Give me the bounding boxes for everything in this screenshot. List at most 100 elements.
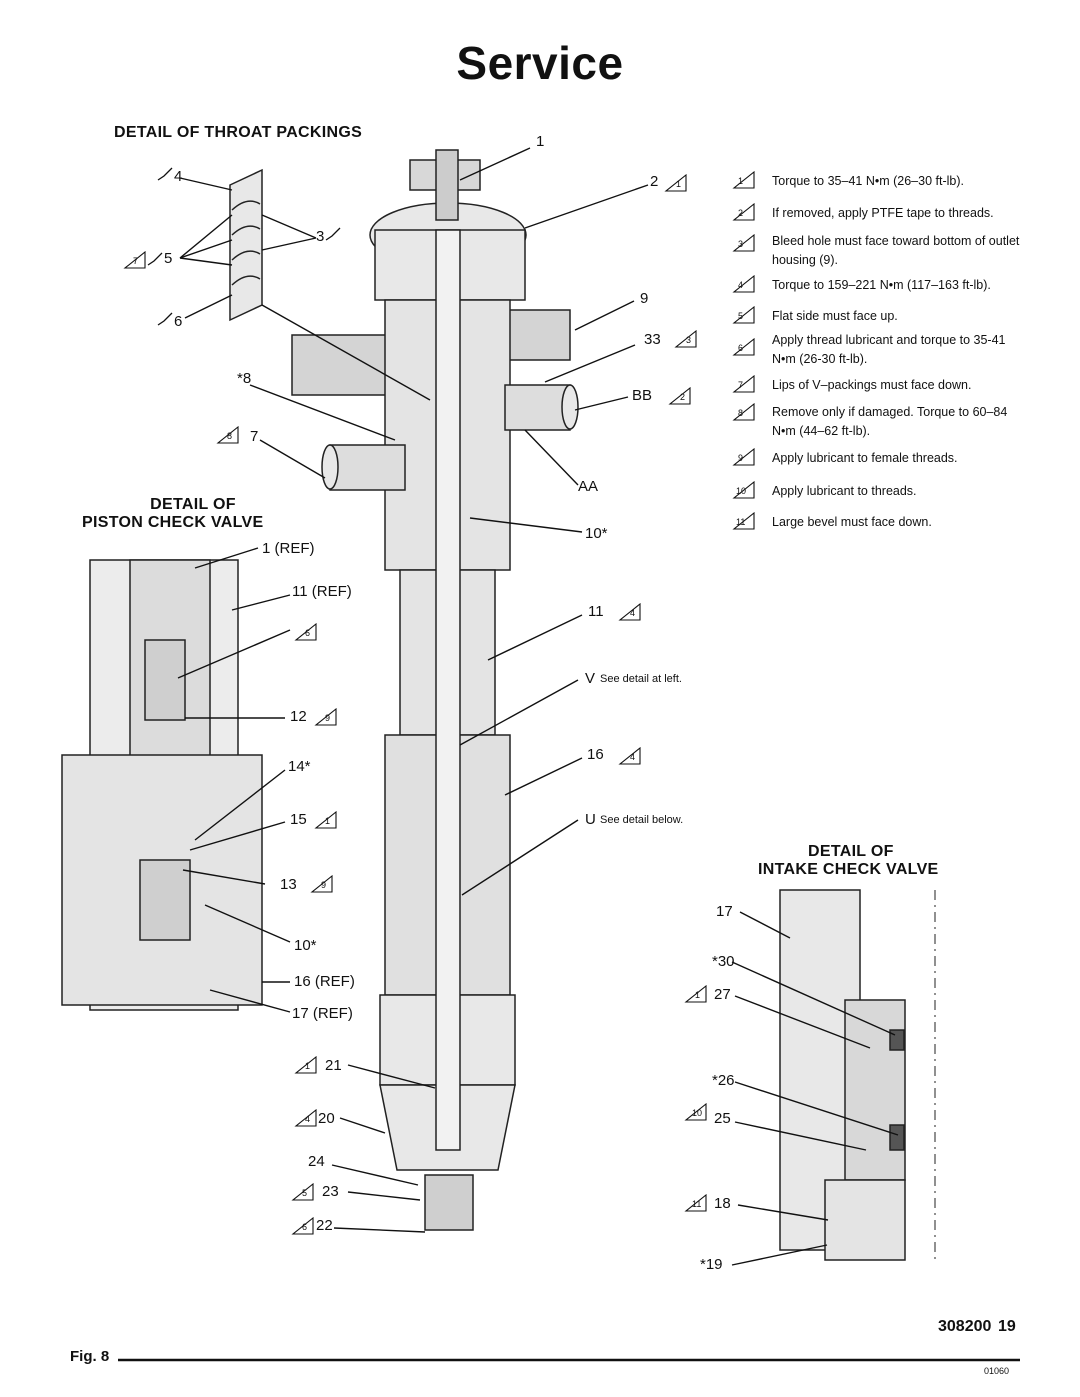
- callout-u: U: [585, 811, 596, 828]
- note-9-num: 9: [738, 453, 744, 463]
- callout-12: 12: [290, 708, 307, 725]
- tri-ref-21: 1: [305, 1061, 311, 1071]
- callout-aa: AA: [578, 478, 599, 495]
- callout-1-ref: 1 (REF): [262, 540, 315, 557]
- throat-packing-stack: [229, 168, 263, 322]
- piston-check-valve-detail: [61, 559, 263, 1011]
- callout-6: 6: [174, 313, 183, 330]
- tri-ref-22: 6: [302, 1222, 308, 1232]
- callout-24: 24: [308, 1153, 325, 1170]
- callout-11-ref: 11 (REF): [292, 583, 352, 600]
- heading-piston-check-valve-line1: DETAIL OF: [150, 496, 236, 513]
- tri-ref-15: 1: [325, 816, 331, 826]
- callout-16: 16: [587, 746, 604, 763]
- callout-3: 3: [316, 228, 325, 245]
- tri-ref-27: 1: [695, 990, 701, 1000]
- tri-ref-6-left: 6: [305, 628, 311, 638]
- callout-4: 4: [174, 168, 183, 185]
- figure-label: Fig. 8: [70, 1348, 110, 1365]
- callout-11: 11: [588, 603, 604, 620]
- page-title: Service: [456, 37, 624, 89]
- pump-main-body: [291, 149, 571, 1231]
- callout-15: 15: [290, 811, 307, 828]
- callout-1: 1: [536, 133, 545, 150]
- callout-v-note: See detail at left.: [600, 673, 682, 685]
- callout-8-star: *8: [237, 370, 252, 387]
- callout-23: 23: [322, 1183, 339, 1200]
- note-2-text: If removed, apply PTFE tape to threads.: [772, 206, 994, 220]
- tri-ref-2: 1: [676, 179, 682, 189]
- callout-16-ref: 16 (REF): [294, 973, 355, 990]
- leader-lines: [177, 147, 899, 1266]
- note-5-text: Flat side must face up.: [772, 309, 898, 323]
- callout-triangles: [123, 173, 707, 1235]
- drawing-number: 01060: [984, 1366, 1010, 1376]
- callout-19-star: *19: [700, 1256, 723, 1273]
- callout-v: V: [585, 670, 596, 687]
- callout-17: 17: [716, 903, 733, 920]
- tri-ref-16: 4: [630, 752, 636, 762]
- callout-30-star: *30: [712, 953, 735, 970]
- callout-18: 18: [714, 1195, 731, 1212]
- callout-21: 21: [325, 1057, 342, 1074]
- tri-ref-11: 4: [630, 608, 636, 618]
- document-number: 308200: [938, 1318, 992, 1335]
- side-fittings: [321, 384, 579, 491]
- heading-piston-check-valve-line2: PISTON CHECK VALVE: [82, 514, 264, 531]
- page-number: 19: [998, 1318, 1016, 1335]
- callout-7: 7: [250, 428, 259, 445]
- callout-26-star: *26: [712, 1072, 735, 1089]
- tri-ref-18: 11: [692, 1199, 702, 1209]
- note-7-text: Lips of V–packings must face down.: [772, 378, 972, 392]
- note-11-num: 11: [736, 517, 746, 527]
- note-5-num: 5: [738, 311, 744, 321]
- tri-ref-5: 7: [133, 256, 139, 266]
- note-10-num: 10: [736, 486, 747, 496]
- tri-ref-25: 10: [692, 1108, 703, 1118]
- note-8-num: 8: [738, 408, 744, 418]
- note-6-num: 6: [738, 343, 744, 353]
- note-3-text: Bleed hole must face toward bottom of ou…: [772, 234, 1020, 267]
- note-6-text: Apply thread lubricant and torque to 35-…: [772, 333, 1006, 366]
- note-1-num: 1: [738, 176, 744, 186]
- tri-ref-23: 5: [302, 1188, 308, 1198]
- callout-22: 22: [316, 1217, 333, 1234]
- note-4-text: Torque to 159–221 N•m (117–163 ft-lb).: [772, 278, 991, 292]
- tri-ref-20: 4: [305, 1114, 311, 1124]
- tri-ref-13: 9: [321, 880, 327, 890]
- callout-14-star: 14*: [288, 758, 311, 775]
- note-7-num: 7: [738, 380, 744, 390]
- note-3-num: 3: [738, 239, 744, 249]
- callout-2: 2: [650, 173, 659, 190]
- callout-5: 5: [164, 250, 173, 267]
- callout-9: 9: [640, 290, 649, 307]
- note-10-text: Apply lubricant to threads.: [772, 484, 917, 498]
- callout-13: 13: [280, 876, 297, 893]
- tri-ref-12: 9: [325, 713, 331, 723]
- intake-check-valve-detail: [779, 889, 906, 1261]
- callout-10-star-left: 10*: [294, 937, 317, 954]
- callout-33: 33: [644, 331, 661, 348]
- tri-ref-33: 3: [686, 335, 692, 345]
- heading-throat-packings: DETAIL OF THROAT PACKINGS: [114, 124, 363, 141]
- note-11-text: Large bevel must face down.: [772, 515, 932, 529]
- callout-20: 20: [318, 1110, 335, 1127]
- note-triangle-column: [732, 170, 755, 530]
- tri-ref-7: 8: [227, 431, 233, 441]
- callout-10-star: 10*: [585, 525, 608, 542]
- callout-27: 27: [714, 986, 731, 1003]
- callout-u-note: See detail below.: [600, 814, 684, 826]
- callout-bb: BB: [632, 387, 653, 404]
- heading-intake-check-valve-line2: INTAKE CHECK VALVE: [758, 861, 939, 878]
- note-1-text: Torque to 35–41 N•m (26–30 ft-lb).: [772, 174, 964, 188]
- note-2-num: 2: [738, 208, 744, 218]
- note-4-num: 4: [738, 280, 744, 290]
- note-8-text: Remove only if damaged. Torque to 60–84 …: [772, 405, 1008, 438]
- note-9-text: Apply lubricant to female threads.: [772, 451, 958, 465]
- callout-25: 25: [714, 1110, 731, 1127]
- callout-17-ref: 17 (REF): [292, 1005, 353, 1022]
- tri-ref-bb: 2: [680, 392, 686, 402]
- check-marks: [147, 167, 341, 326]
- heading-intake-check-valve-line1: DETAIL OF: [808, 843, 894, 860]
